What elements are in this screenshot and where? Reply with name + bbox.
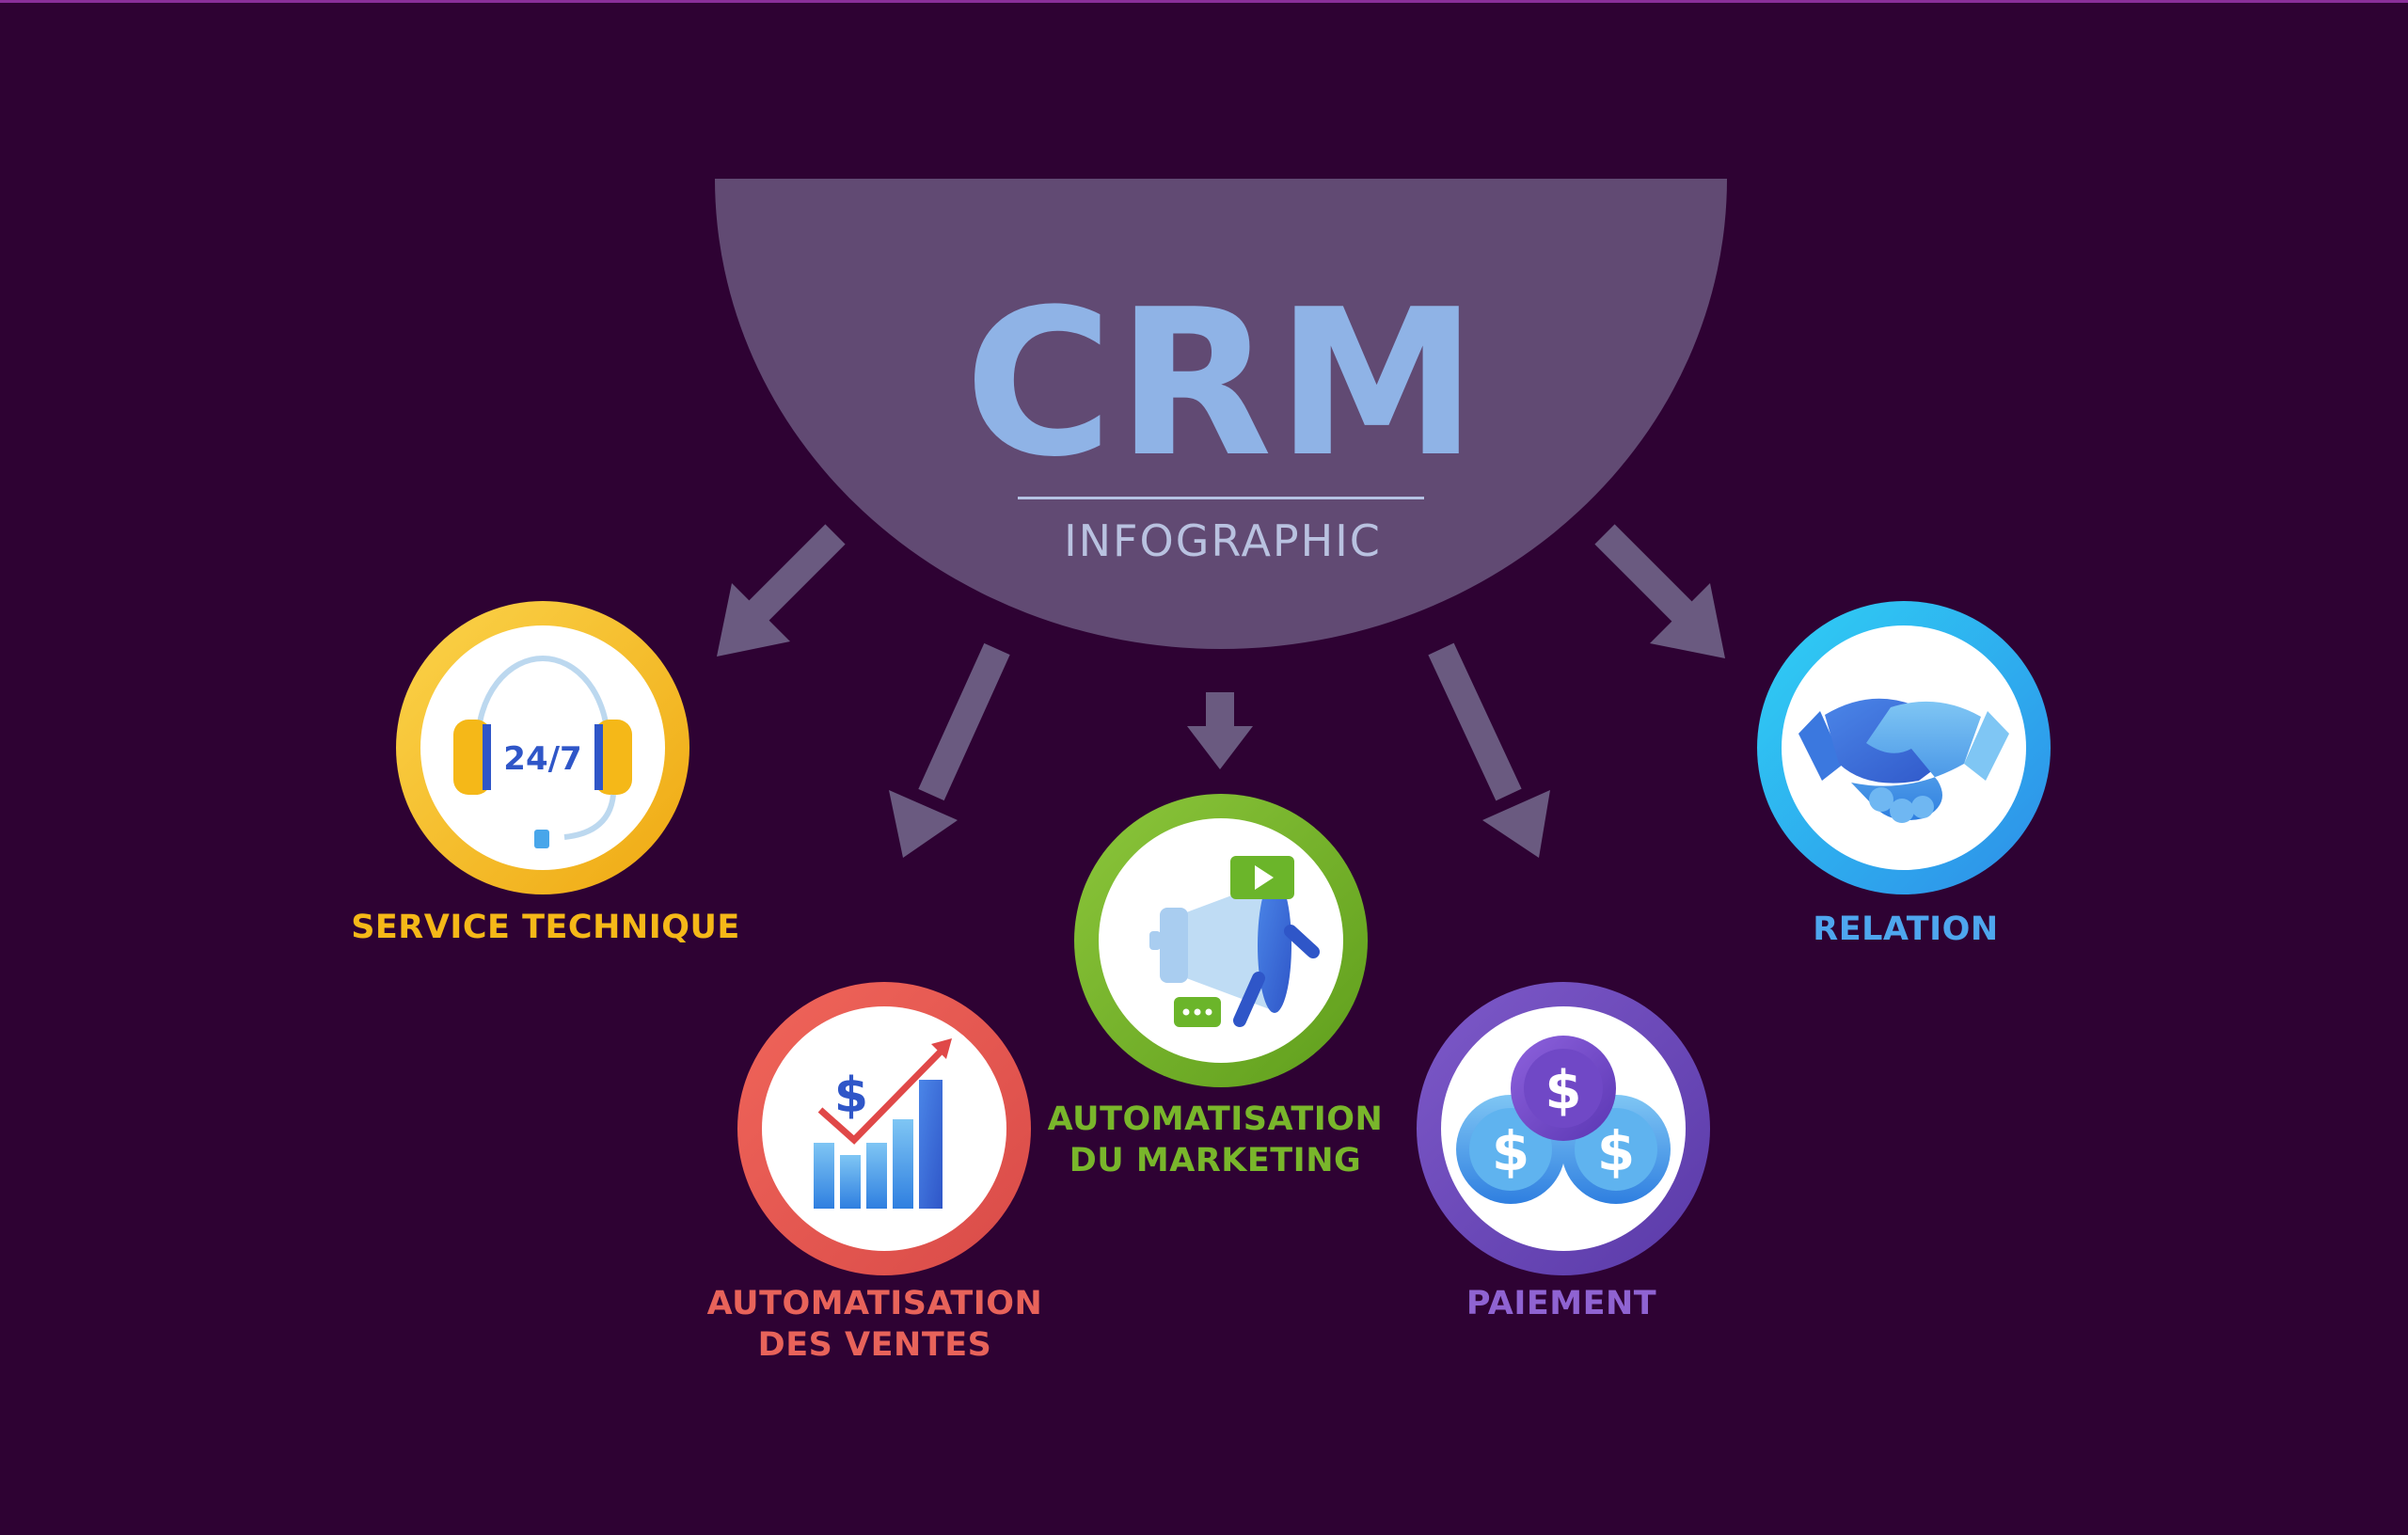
arrow-to-paiement xyxy=(1428,642,1550,858)
node-service-technique: 24/7 xyxy=(396,601,689,894)
node-relation xyxy=(1757,601,2051,894)
megaphone-icon xyxy=(1149,856,1320,1027)
badge-24-7: 24/7 xyxy=(503,740,581,778)
svg-text:$: $ xyxy=(834,1068,868,1124)
headset-24-7-icon: 24/7 xyxy=(453,656,632,848)
top-border-line xyxy=(0,0,2408,3)
label-automatisation-ventes: AUTOMATISATION DES VENTES xyxy=(706,1285,1043,1364)
arrow-to-ventes xyxy=(889,642,1010,858)
label-service-technique: SERVICE TECHNIQUE xyxy=(351,909,740,946)
label-automatisation-marketing: AUTOMATISATION DU MARKETING xyxy=(1047,1100,1384,1179)
svg-text:$: $ xyxy=(1597,1119,1635,1183)
svg-text:$: $ xyxy=(1545,1060,1582,1121)
dollar-coins-icon: $ $ $ xyxy=(1456,1036,1671,1204)
node-automatisation-marketing xyxy=(1074,794,1368,1087)
page-title: CRM xyxy=(964,265,1481,501)
arrow-to-marketing xyxy=(1187,692,1253,769)
node-automatisation-ventes: $ xyxy=(737,982,1031,1275)
sales-chart-icon: $ xyxy=(814,1038,952,1209)
label-paiement: PAIEMENT xyxy=(1465,1285,1657,1322)
crm-hub-shape xyxy=(715,179,1727,649)
arrow-to-relation xyxy=(1594,524,1725,658)
handshake-icon xyxy=(1798,698,2009,823)
title-divider xyxy=(1018,497,1424,499)
svg-text:$: $ xyxy=(1492,1119,1529,1183)
node-paiement: $ $ $ xyxy=(1417,982,1710,1275)
label-relation: RELATION xyxy=(1813,910,1999,948)
page-subtitle: INFOGRAPHIC xyxy=(1064,515,1382,566)
arrow-to-service xyxy=(717,524,846,657)
